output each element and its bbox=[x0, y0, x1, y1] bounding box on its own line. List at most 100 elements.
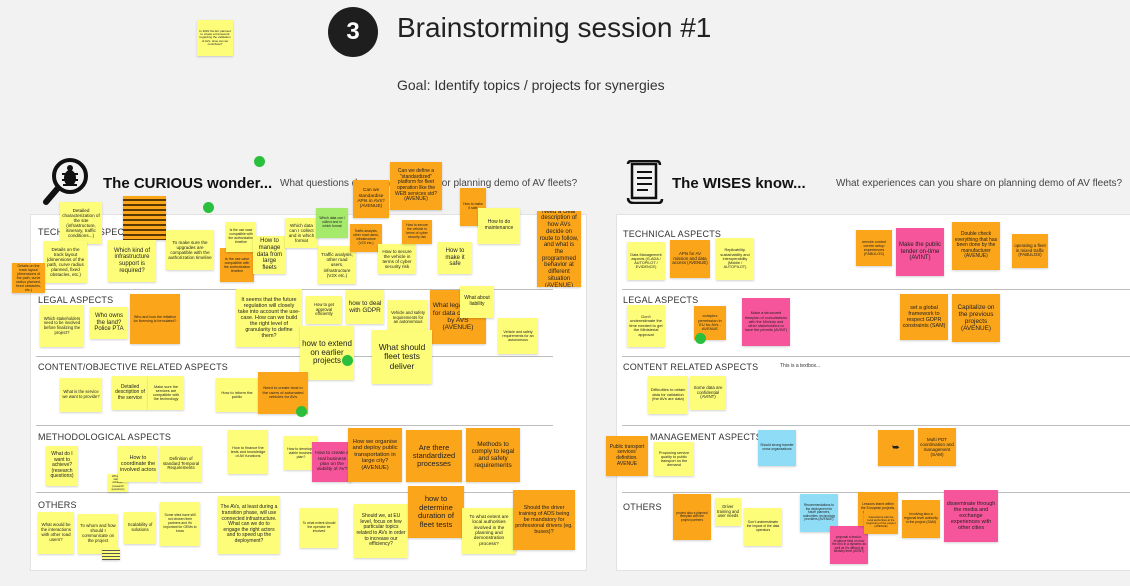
sticky-note[interactable]: What about liability bbox=[460, 286, 494, 318]
sticky-note[interactable]: Interactions with the local authorities … bbox=[864, 510, 898, 534]
curious-section-methodological: METHODOLOGICAL ASPECTS bbox=[38, 432, 172, 442]
sticky-note[interactable]: Detailed description of the service bbox=[112, 376, 148, 410]
sticky-note[interactable]: Multi PDT coordination and management (S… bbox=[918, 428, 956, 466]
sticky-note[interactable]: Proposing service quality to public tran… bbox=[654, 442, 694, 476]
sticky-note[interactable]: Which data can I collect and in which fo… bbox=[285, 218, 318, 248]
sticky-note[interactable]: Recommendations to the deployment for fu… bbox=[800, 494, 838, 532]
sticky-note[interactable]: Traffic analysis, other road users, infr… bbox=[350, 224, 382, 252]
sticky-note[interactable]: Need a clear description of how AVs deci… bbox=[537, 211, 581, 287]
sticky-note[interactable]: Capitalize on the previous projects (AVE… bbox=[952, 294, 1000, 342]
green-dot-marker bbox=[203, 202, 214, 213]
sticky-note[interactable]: Traffic analysis, other road users, infr… bbox=[318, 246, 356, 284]
sticky-note[interactable]: Should strong transfer cross organisatio… bbox=[758, 430, 796, 466]
sticky-note[interactable]: What would be the interactions with othe… bbox=[38, 512, 74, 554]
sticky-note[interactable]: What should fleet tests deliver bbox=[372, 330, 432, 384]
sticky-note[interactable]: Double check everything that has been do… bbox=[952, 222, 1000, 270]
sticky-note[interactable]: Who and how the initiative for licensing… bbox=[130, 294, 180, 344]
curious-divider-2 bbox=[36, 356, 553, 357]
sticky-note[interactable]: How to inform the public bbox=[216, 378, 258, 412]
sticky-note[interactable]: How to coordinate the involved actors bbox=[118, 446, 158, 482]
bug-search-icon bbox=[43, 158, 88, 205]
sticky-note[interactable]: Methods to comply to legal and safety re… bbox=[466, 428, 520, 482]
sticky-note[interactable]: Data Management aspects (G-ADA / AUTOPIL… bbox=[627, 242, 665, 280]
sticky-note[interactable]: Are there standardized processes bbox=[406, 430, 462, 482]
green-dot-marker bbox=[296, 406, 307, 417]
wises-panel-title: The WISES know... bbox=[672, 175, 806, 192]
sticky-note[interactable]: Which kind of infrastructure support is … bbox=[108, 240, 156, 282]
sticky-note[interactable]: How to create a real business plan on th… bbox=[312, 442, 352, 482]
sticky-note[interactable]: Difficulties to obtain data for validati… bbox=[648, 376, 688, 414]
sticky-note[interactable]: Is the use case compatible with the auth… bbox=[226, 222, 256, 252]
wises-panel-question: What experiences can you share on planni… bbox=[836, 178, 1123, 189]
goal-text: Goal: Identify topics / projects for syn… bbox=[397, 77, 665, 93]
sticky-note[interactable]: operating a fleet in mixed traffic (FABU… bbox=[1012, 234, 1048, 268]
sticky-note[interactable]: how to extend on earlier projects bbox=[300, 326, 354, 380]
wises-section-management: MANAGEMENT ASPECTS bbox=[650, 432, 762, 442]
sticky-note[interactable]: How we organise and deploy public transp… bbox=[348, 428, 402, 482]
sticky-note-redacted[interactable]: To whom and how should I communicate on … bbox=[102, 548, 120, 560]
sticky-note[interactable]: It seems that the future regulation will… bbox=[236, 289, 302, 347]
sticky-note[interactable]: Vehicle and safety requirements for an a… bbox=[498, 318, 538, 354]
sticky-note[interactable]: remote control centre setup experiences … bbox=[856, 230, 892, 266]
sticky-note[interactable]: how to determine duration of fleet tests bbox=[408, 486, 464, 538]
curious-section-legal: LEGAL ASPECTS bbox=[38, 295, 114, 305]
sticky-note-redacted[interactable]: Is the use case compatible with the auth… bbox=[123, 196, 166, 240]
sticky-note[interactable]: How to make it safe bbox=[438, 242, 472, 274]
sticky-note[interactable]: Is the use case compatible with the auth… bbox=[220, 248, 254, 282]
sticky-note[interactable]: project also a planned timeplan with the… bbox=[673, 494, 711, 540]
sticky-note[interactable]: Should the driver training of ADS being … bbox=[513, 490, 575, 550]
wises-panel-icon bbox=[624, 159, 664, 205]
sticky-note[interactable]: Definition of standard Temporal Requirem… bbox=[160, 446, 202, 482]
sticky-note[interactable]: APIs for AV mission and data access (AVE… bbox=[670, 240, 710, 278]
sticky-note[interactable]: Don't underestimate the impact of the da… bbox=[744, 508, 782, 546]
sticky-note[interactable]: Public transport services' definition. A… bbox=[606, 436, 648, 476]
sticky-note[interactable]: how to deal with GDPR bbox=[346, 290, 384, 324]
sticky-note[interactable]: Should we, at EU level, focus on few par… bbox=[354, 504, 408, 558]
sticky-note[interactable]: Replicability, sustainability and intero… bbox=[716, 238, 754, 280]
sticky-note[interactable]: Details on the track layout (dimensions … bbox=[12, 263, 45, 293]
sticky-note[interactable]: The AVs, at least during a transition ph… bbox=[218, 496, 280, 554]
curious-panel-icon bbox=[42, 156, 90, 208]
sticky-note[interactable]: Which stakeholders need to be involved b… bbox=[40, 305, 84, 347]
wises-section-content: CONTENT RELATED ASPECTS bbox=[623, 362, 759, 372]
sticky-note[interactable]: What is the service we want to provide? bbox=[60, 378, 102, 412]
sticky-note[interactable]: set a global framework to respect GDPR c… bbox=[900, 294, 948, 340]
sticky-note[interactable]: How to manage data from large fleets bbox=[253, 236, 286, 274]
sticky-note[interactable]: Can we define a "standardized" platform … bbox=[390, 162, 442, 210]
sticky-note[interactable]: Which data can I collect and in which fo… bbox=[316, 208, 348, 238]
sticky-note[interactable]: To make sure the upgrades are compatible… bbox=[166, 230, 214, 270]
top-sticky-note[interactable]: In 2020 the EC planned to create a frame… bbox=[197, 20, 233, 56]
sticky-note[interactable]: What do I want to achieve? (research que… bbox=[46, 446, 78, 486]
sticky-note[interactable]: Some sites have still not chosen their p… bbox=[160, 502, 200, 546]
sticky-note[interactable]: Involving also a regional level authorit… bbox=[902, 500, 940, 538]
sticky-note[interactable]: How to secure the vehicle in terms of cy… bbox=[402, 220, 432, 244]
sticky-note[interactable]: Details on the track layout (dimensions … bbox=[44, 241, 87, 283]
wises-divider-1 bbox=[622, 289, 1130, 290]
sticky-note[interactable]: Make sure the services are compatible wi… bbox=[148, 376, 184, 410]
sticky-note[interactable]: To what extent are local authorities inv… bbox=[462, 508, 516, 554]
sticky-note[interactable]: How to finance the tests and knowledge o… bbox=[228, 430, 268, 474]
sticky-note[interactable]: How to get approval efficiently bbox=[306, 296, 342, 324]
curious-section-others: OTHERS bbox=[38, 500, 77, 510]
sticky-note[interactable]: Scalability of solutions bbox=[124, 512, 156, 544]
sticky-note[interactable]: To what extent should the operator be in… bbox=[300, 508, 338, 548]
sticky-note[interactable]: Detailed characterization of the site (i… bbox=[60, 202, 102, 244]
sticky-note[interactable]: Driver training and user needs bbox=[715, 498, 741, 526]
wises-divider-3 bbox=[622, 425, 1130, 426]
sticky-note[interactable]: disseminate through the media and exchan… bbox=[944, 490, 998, 542]
sticky-note[interactable]: Can we standardise APIs in AVs? (AVENUE) bbox=[353, 180, 389, 218]
curious-section-content: CONTENT/OBJECTIVE RELATED ASPECTS bbox=[38, 362, 228, 372]
sticky-note[interactable]: How to do maintenance bbox=[478, 208, 520, 244]
sticky-note[interactable]: How to secure the vehicle in terms of cy… bbox=[378, 244, 416, 274]
textbox-label[interactable]: This is a textbox... bbox=[780, 363, 821, 369]
sticky-note[interactable]: Don't underestimate the time needed to g… bbox=[627, 305, 665, 347]
sticky-note[interactable]: ⮩ bbox=[878, 430, 914, 466]
reply-arrow-icon: ⮩ bbox=[892, 442, 900, 452]
sticky-note[interactable]: Make the public tender on-time (AVINT) bbox=[896, 228, 944, 276]
sticky-note[interactable]: Make a structured timeplan of consultati… bbox=[742, 298, 790, 346]
sticky-note[interactable]: proposal a lead-in-evidence field on how… bbox=[830, 526, 868, 564]
sticky-note[interactable]: Some data are confidential (AVINT) bbox=[690, 376, 726, 410]
curious-panel-title: The CURIOUS wonder... bbox=[103, 175, 273, 192]
sticky-note[interactable]: To whom and how should I communicate on … bbox=[78, 514, 118, 554]
sticky-note[interactable]: Who owns the land? Police PTA bbox=[90, 307, 128, 339]
